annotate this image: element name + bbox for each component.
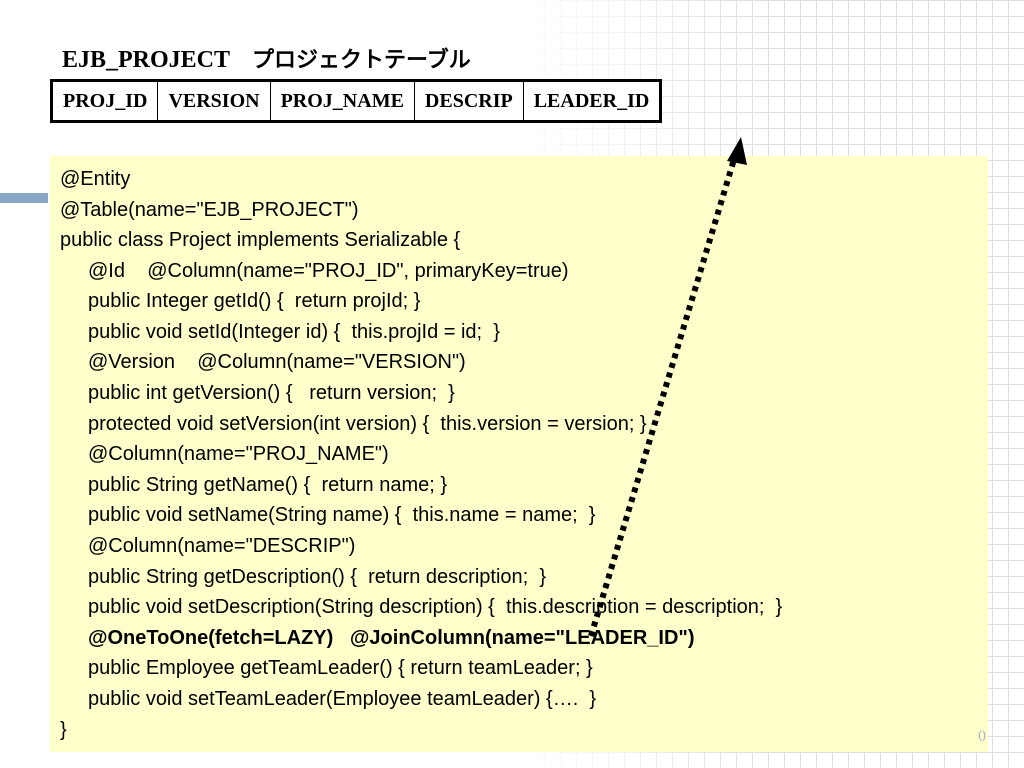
slide-title: EJB_PROJECT プロジェクトテーブル (62, 42, 471, 74)
code-line: public String getName() { return name; } (88, 474, 448, 496)
code-line: @Version @Column(name="VERSION") (88, 351, 466, 373)
code-line: public void setTeamLeader(Employee teamL… (88, 688, 597, 710)
column-proj-name: PROJ_NAME (269, 80, 415, 122)
mapping-arrow-line (588, 155, 738, 637)
table-columns: PROJ_ID VERSION PROJ_NAME DESCRIP LEADER… (50, 79, 663, 123)
code-line: public Integer getId() { return projId; … (88, 290, 421, 312)
column-proj-id: PROJ_ID (50, 80, 159, 122)
title-japanese: プロジェクトテーブル (252, 48, 471, 73)
mapping-arrow-head (727, 137, 747, 165)
column-descrip: DESCRIP (413, 80, 524, 122)
code-line: public Employee getTeamLeader() { return… (88, 657, 593, 679)
code-line: public String getDescription() { return … (88, 566, 546, 588)
column-version: VERSION (157, 80, 271, 122)
column-leader-id: LEADER_ID (522, 80, 662, 122)
code-line: public class Project implements Serializ… (60, 229, 461, 251)
accent-bar (0, 193, 48, 203)
code-block: @Entity @Table(name="EJB_PROJECT") publi… (50, 156, 988, 752)
code-line: @Column(name="DESCRIP") (88, 535, 356, 557)
page-number: 0 (978, 728, 986, 745)
code-line: @Column(name="PROJ_NAME") (88, 443, 389, 465)
code-line: @Table(name="EJB_PROJECT") (60, 199, 359, 221)
code-line: public int getVersion() { return version… (88, 382, 455, 404)
code-line: public void setName(String name) { this.… (88, 504, 596, 526)
code-line: public void setDescription(String descri… (88, 596, 783, 618)
code-line-highlighted: @OneToOne(fetch=LAZY) @JoinColumn(name="… (88, 627, 695, 649)
code-line: public void setId(Integer id) { this.pro… (88, 321, 500, 343)
code-line: protected void setVersion(int version) {… (88, 413, 647, 435)
code-line: @Id @Column(name="PROJ_ID", primaryKey=t… (88, 260, 569, 282)
code-line: } (60, 719, 67, 741)
code-line: @Entity (60, 168, 131, 190)
table-header-row: PROJ_ID VERSION PROJ_NAME DESCRIP LEADER… (50, 80, 662, 122)
title-table-name: EJB_PROJECT (62, 47, 231, 73)
